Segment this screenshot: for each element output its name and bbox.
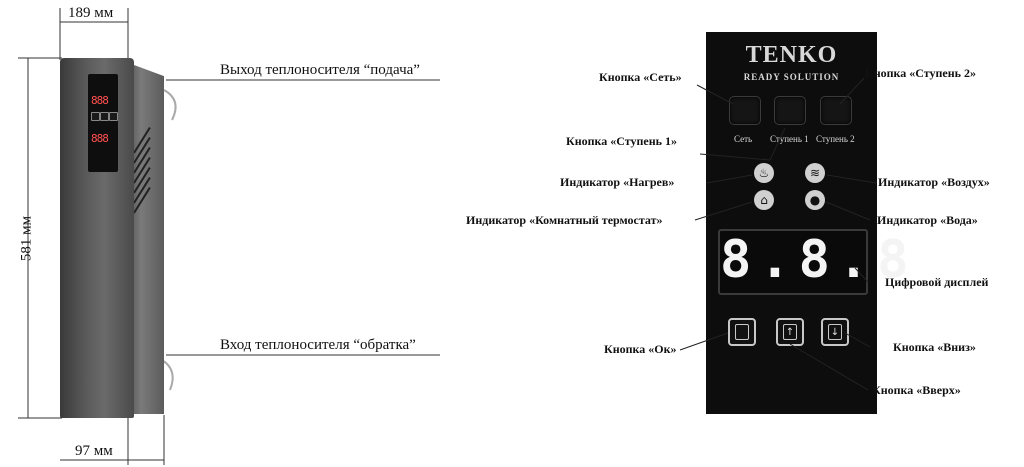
brand-tagline: READY SOLUTION [743,72,840,82]
width-dimension: 189 мм [68,5,114,21]
label-power-button: Кнопка «Сеть» [599,70,682,84]
label-air-indicator: Индикатор «Воздух» [878,175,990,189]
label-ok-button: Кнопка «Ок» [604,342,677,356]
stage1-button-label: Ступень 1 [770,134,809,144]
mini-display-top: 888 [91,94,109,107]
house-icon: ⌂ [754,190,774,210]
up-button[interactable]: ↑ [776,318,804,346]
power-button-label: Сеть [734,134,753,144]
label-stage1-button: Кнопка «Ступень 1» [566,134,678,148]
arrow-down-icon: ↓ [828,324,842,340]
label-water-indicator: Индикатор «Вода» [877,213,978,227]
label-heat-indicator: Индикатор «Нагрев» [560,175,675,189]
stage2-button[interactable] [820,96,852,125]
down-button[interactable]: ↓ [821,318,849,346]
mini-button [109,112,118,121]
boiler-control-panel: 888 888 [88,74,118,172]
air-icon: ≋ [805,163,825,183]
label-stage2-button: Кнопка «Ступень 2» [865,66,977,80]
label-up-button: Кнопка «Вверх» [872,383,961,397]
arrow-up-icon: ↑ [783,324,797,340]
mini-button [100,112,109,121]
depth-dimension: 97 мм [75,443,113,459]
label-digital-display: Цифровой дисплей [885,275,989,289]
flame-icon: ♨ [754,163,774,183]
mini-display-bottom: 888 [91,132,109,145]
brand-logo: TENKO [745,42,838,68]
mini-button [91,112,100,121]
label-thermostat-indicator: Индикатор «Комнатный термостат» [466,213,663,227]
label-down-button: Кнопка «Вниз» [893,340,976,354]
power-button[interactable] [729,96,761,125]
drop-icon: ● [805,190,825,210]
ok-button[interactable] [728,318,756,346]
stage1-button[interactable] [774,96,806,125]
control-panel [706,32,877,414]
callout-inlet: Вход теплоносителя “обратка” [220,337,416,353]
stage2-button-label: Ступень 2 [816,134,855,144]
callout-outlet: Выход теплоносителя “подача” [220,62,420,78]
